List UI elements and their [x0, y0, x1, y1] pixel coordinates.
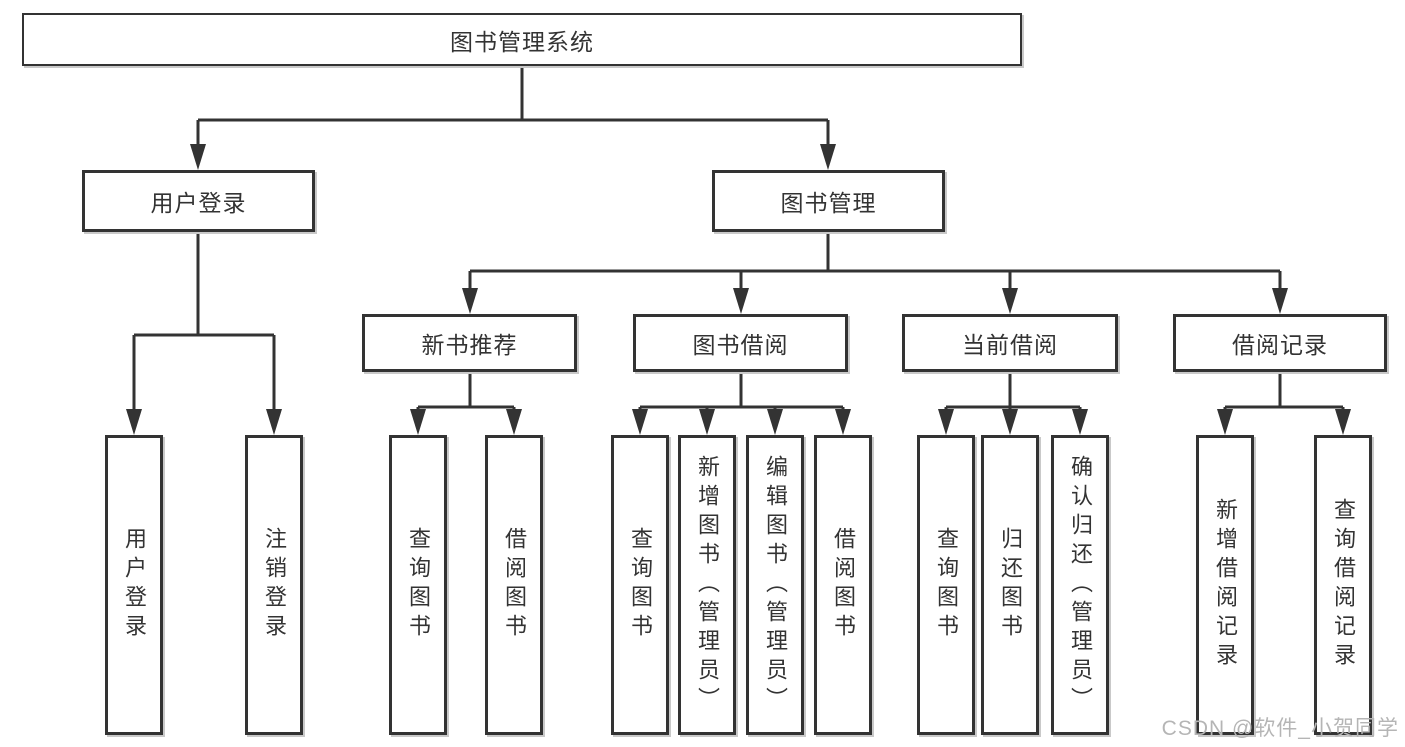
leaf-bookborrow-edit-admin: 编辑图书（管理员） [746, 435, 804, 735]
leaf-currentborrow-confirm-admin-label: 确认归还（管理员） [1068, 454, 1093, 716]
leaf-bookborrow-add-admin: 新增图书（管理员） [678, 435, 736, 735]
leaf-newbook-query-label: 查询图书 [406, 527, 431, 643]
leaf-logout-label: 注销登录 [262, 527, 287, 643]
leaf-bookborrow-edit-admin-label: 编辑图书（管理员） [763, 454, 788, 716]
node-book-management: 图书管理 [712, 170, 945, 232]
leaf-newbook-borrow: 借阅图书 [485, 435, 543, 735]
node-borrow-record-label: 借阅记录 [1232, 332, 1328, 358]
csdn-watermark: CSDN @软件_小贺同学 [1161, 717, 1399, 740]
connector-root-to-level2 [196, 66, 830, 150]
connector-borrowrecord-to-leaves [1223, 372, 1345, 416]
connector-bookmgmt-to-level3 [468, 232, 1282, 294]
node-user-login-label: 用户登录 [150, 190, 247, 216]
leaf-user-login: 用户登录 [105, 435, 163, 735]
leaf-bookborrow-add-admin-label: 新增图书（管理员） [695, 454, 720, 716]
leaf-currentborrow-query-label: 查询图书 [934, 527, 959, 643]
node-root-system: 图书管理系统 [22, 13, 1022, 66]
leaf-currentborrow-return: 归还图书 [981, 435, 1039, 735]
connector-currentborrow-to-leaves [944, 372, 1082, 416]
node-new-book-recommend-label: 新书推荐 [421, 332, 518, 358]
leaf-bookborrow-query: 查询图书 [611, 435, 669, 735]
leaf-newbook-borrow-label: 借阅图书 [502, 527, 527, 643]
leaf-currentborrow-return-label: 归还图书 [998, 527, 1023, 643]
connector-bookborrow-to-leaves [638, 372, 845, 416]
leaf-newbook-query: 查询图书 [389, 435, 447, 735]
leaf-borrowrecord-query-label: 查询借阅记录 [1331, 498, 1356, 672]
node-new-book-recommend: 新书推荐 [362, 314, 577, 372]
node-borrow-record: 借阅记录 [1173, 314, 1387, 372]
node-root-label: 图书管理系统 [450, 28, 594, 55]
leaf-bookborrow-query-label: 查询图书 [628, 527, 653, 643]
leaf-borrowrecord-query: 查询借阅记录 [1314, 435, 1372, 735]
node-current-borrow: 当前借阅 [902, 314, 1118, 372]
leaf-borrowrecord-add-label: 新增借阅记录 [1213, 498, 1238, 672]
node-current-borrow-label: 当前借阅 [962, 332, 1058, 358]
node-user-login: 用户登录 [82, 170, 315, 232]
connector-newbook-to-leaves [416, 372, 516, 416]
leaf-user-login-label: 用户登录 [122, 527, 147, 643]
leaf-borrowrecord-add: 新增借阅记录 [1196, 435, 1254, 735]
node-book-borrow-label: 图书借阅 [692, 332, 789, 358]
node-book-management-label: 图书管理 [780, 190, 877, 216]
node-book-borrow: 图书借阅 [633, 314, 848, 372]
leaf-logout: 注销登录 [245, 435, 303, 735]
leaf-currentborrow-query: 查询图书 [917, 435, 975, 735]
connector-userlogin-to-leaves [132, 232, 276, 415]
leaf-bookborrow-borrow: 借阅图书 [814, 435, 872, 735]
leaf-currentborrow-confirm-admin: 确认归还（管理员） [1051, 435, 1109, 735]
leaf-bookborrow-borrow-label: 借阅图书 [831, 527, 856, 643]
